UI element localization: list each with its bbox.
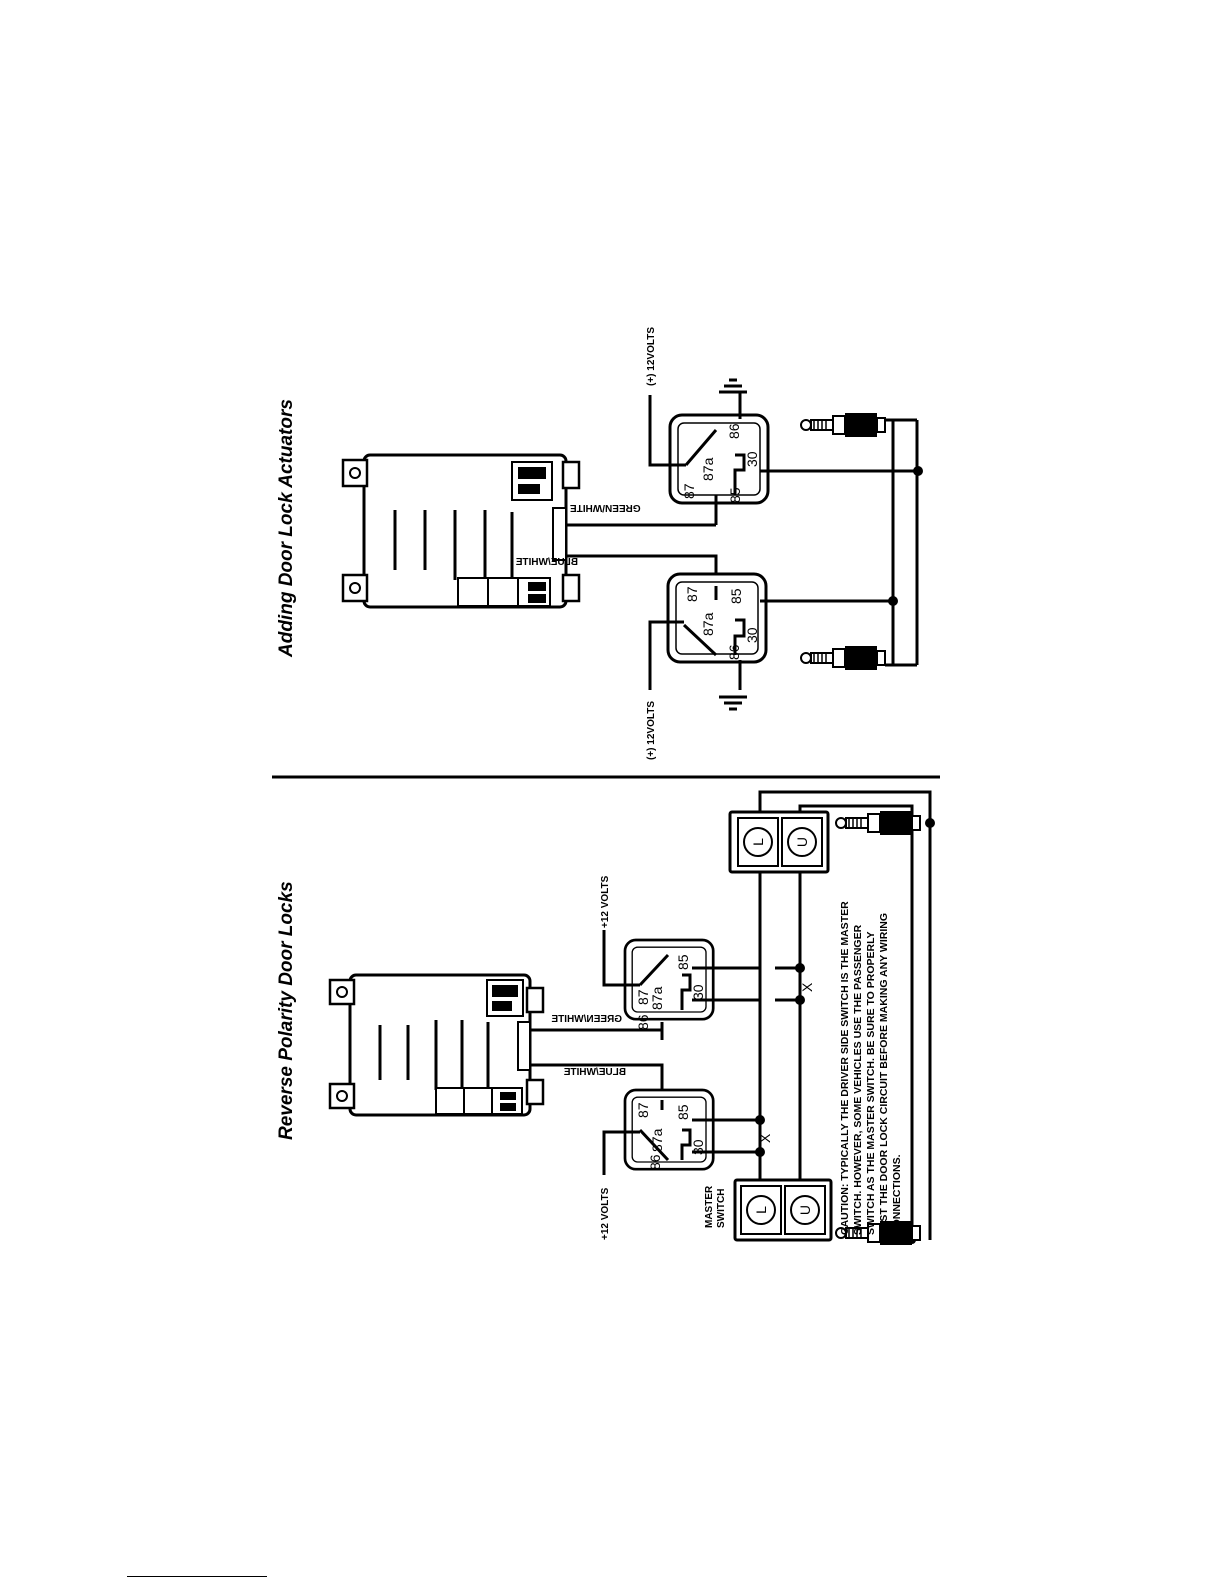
relay-upper-right: 87 87a 85 86 30 xyxy=(668,413,770,525)
actuator-lower-right xyxy=(800,645,886,671)
svg-text:86: 86 xyxy=(635,1014,651,1030)
svg-text:85: 85 xyxy=(728,588,744,604)
green-white-label-right: GREEN/WHITE xyxy=(570,502,641,513)
svg-text:87a: 87a xyxy=(649,1128,665,1152)
cut-mark-upper: X xyxy=(799,982,815,992)
footer-rule xyxy=(127,1576,267,1577)
actuator-upper-left xyxy=(835,810,921,836)
blue-white-label-right: BLUE/WHITE xyxy=(515,557,578,568)
svg-text:87: 87 xyxy=(635,1102,651,1118)
volts-label-lower-left: +12 VOLTS xyxy=(600,1187,611,1240)
passenger-switch: L U xyxy=(728,810,830,874)
svg-text:87: 87 xyxy=(635,989,651,1005)
volts-label-upper-right: (+) 12VOLTS xyxy=(646,327,657,386)
svg-text:87a: 87a xyxy=(649,986,665,1010)
svg-text:86: 86 xyxy=(726,644,742,660)
svg-text:L: L xyxy=(753,1206,769,1214)
svg-text:87a: 87a xyxy=(700,612,716,636)
master-switch-label: MASTER SWITCH xyxy=(704,1183,727,1228)
volts-label-lower-right: (+) 12VOLTS xyxy=(646,701,657,760)
svg-text:30: 30 xyxy=(744,451,760,467)
svg-text:85: 85 xyxy=(727,487,743,503)
svg-text:85: 85 xyxy=(675,954,691,970)
control-module-left xyxy=(328,973,545,1117)
svg-text:86: 86 xyxy=(726,423,742,439)
blue-white-label-left: BLUE/WHITE xyxy=(563,1067,626,1078)
svg-text:30: 30 xyxy=(690,984,706,1000)
svg-text:86: 86 xyxy=(647,1154,663,1170)
reverse-polarity-title: Reverse Polarity Door Locks xyxy=(276,881,297,1140)
relay-lower-right: 87 87a 85 86 30 xyxy=(666,572,768,664)
svg-text:30: 30 xyxy=(744,627,760,643)
actuators-panel: Adding Door Lock Actuators xyxy=(276,327,923,760)
svg-text:87a: 87a xyxy=(700,457,716,481)
master-switch: L U xyxy=(733,1178,833,1242)
relay-upper-left: 87 87a 86 85 30 xyxy=(623,938,715,1030)
caution-note: CAUTION: TYPICALLY THE DRIVER SIDE SWITC… xyxy=(839,898,903,1235)
reverse-polarity-panel: Reverse Polarity Door Locks xyxy=(276,790,935,1246)
relay-lower-left: 87 87a 86 85 30 xyxy=(623,1088,715,1171)
actuators-title: Adding Door Lock Actuators xyxy=(276,399,297,658)
green-white-label-left: GREEN/WHITE xyxy=(551,1014,622,1025)
svg-text:85: 85 xyxy=(675,1104,691,1120)
control-module-right xyxy=(341,453,581,609)
volts-label-upper-left: +12 VOLTS xyxy=(600,875,611,928)
svg-text:L: L xyxy=(750,838,766,846)
actuator-upper-right xyxy=(800,412,886,438)
svg-text:U: U xyxy=(797,1205,813,1215)
svg-text:87: 87 xyxy=(684,586,700,602)
svg-text:87: 87 xyxy=(681,483,697,499)
cut-mark-lower: X xyxy=(757,1133,773,1143)
svg-text:U: U xyxy=(794,837,810,847)
